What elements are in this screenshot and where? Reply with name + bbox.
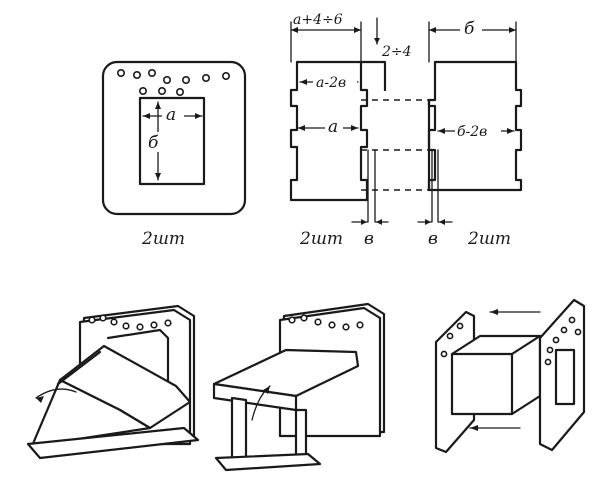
final-core bbox=[450, 334, 542, 416]
label-right-count: 2шт bbox=[467, 229, 511, 249]
final-window bbox=[554, 348, 576, 406]
label-strip-a: a bbox=[328, 117, 338, 137]
strip-a-tab bbox=[359, 60, 387, 92]
strip-pattern-a: a+4÷6 2÷4 a-2в a в 2шт bbox=[289, 12, 429, 249]
frame-plate: a б 2шт bbox=[101, 60, 247, 249]
assembly-step-1 bbox=[26, 304, 200, 460]
step2-strip-side bbox=[230, 396, 248, 466]
label-right-width: б bbox=[464, 19, 475, 39]
label-strip-thickness-right: в bbox=[428, 229, 438, 249]
label-left-count: 2шт bbox=[299, 229, 343, 249]
label-inner-width: a-2в bbox=[316, 75, 346, 91]
strip-pattern-b: б б-2в в 2шт bbox=[417, 18, 523, 249]
label-dim-b: б bbox=[148, 133, 159, 153]
step1-holes bbox=[88, 314, 172, 331]
final-right-holes bbox=[544, 316, 582, 366]
final-left-holes bbox=[440, 322, 464, 358]
label-dim-a: a bbox=[166, 105, 176, 125]
label-frame-count: 2шт bbox=[141, 229, 185, 249]
step1-rotate-arrow bbox=[35, 388, 77, 399]
label-notch-depth: 2÷4 bbox=[381, 44, 412, 60]
step1-strip-base bbox=[26, 426, 200, 460]
label-right-inner: б-2в bbox=[457, 124, 487, 140]
assembly-final bbox=[434, 298, 586, 454]
assembly-step-2 bbox=[212, 302, 386, 472]
label-strip-thickness-left: в bbox=[364, 229, 374, 249]
step1-strip-side bbox=[30, 378, 152, 448]
dim-a-arrows bbox=[143, 113, 202, 119]
frame-holes bbox=[117, 69, 231, 97]
step2-holes bbox=[288, 314, 364, 331]
label-top-width: a+4÷6 bbox=[293, 12, 343, 28]
step2-strip-base bbox=[214, 452, 322, 472]
